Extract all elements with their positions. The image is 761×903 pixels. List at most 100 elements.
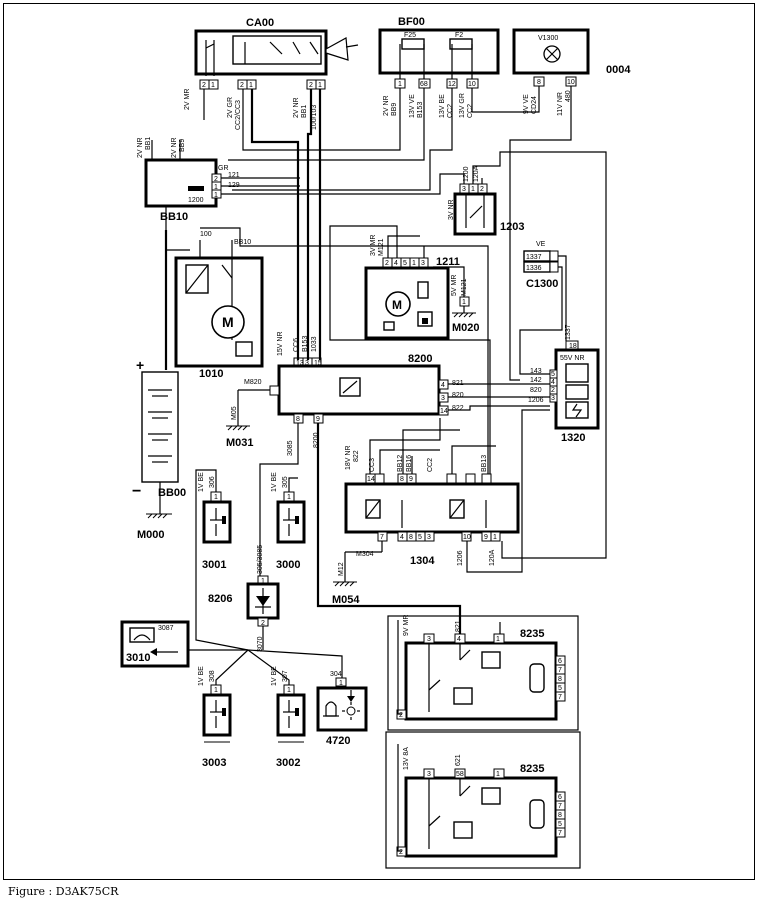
pin-8200-15: 15 bbox=[314, 360, 322, 367]
pin-8200-8: 8 bbox=[296, 416, 300, 423]
wire-label: 100/103 bbox=[311, 105, 318, 130]
pin-1304-3: 3 bbox=[427, 534, 431, 541]
lamp-icon bbox=[565, 384, 589, 400]
wire-label: 304 bbox=[330, 671, 342, 678]
pin-1304-10: 10 bbox=[463, 534, 471, 541]
wire-label: 621 bbox=[455, 754, 462, 766]
label-c1300: C1300 bbox=[526, 278, 558, 290]
battery-plus: + bbox=[136, 357, 144, 373]
pin-1304-9b: 9 bbox=[484, 534, 488, 541]
pin-3000-1: 1 bbox=[287, 494, 291, 501]
pin-ca00-1: 2 bbox=[202, 82, 206, 89]
wire-label: 9V VE bbox=[523, 94, 530, 114]
wire-label: 3V MR bbox=[370, 235, 377, 256]
pin-8235a-4: 4 bbox=[457, 636, 461, 643]
pin-1211-2: 2 bbox=[385, 260, 389, 267]
wire-label: 2V NR bbox=[137, 137, 144, 158]
pin-1304-4: 4 bbox=[400, 534, 404, 541]
switch-3000 bbox=[276, 491, 306, 544]
label-8235-b: 8235 bbox=[520, 763, 544, 775]
wire-label: 13V BE bbox=[439, 94, 446, 118]
pin-1320-3: 3 bbox=[551, 395, 555, 402]
label-v1300: V1300 bbox=[538, 35, 558, 42]
label-bf00: BF00 bbox=[398, 16, 425, 28]
wire-label: M304 bbox=[356, 551, 374, 558]
pin-m020-1: 1 bbox=[462, 299, 466, 306]
wire-label: CC3 bbox=[369, 458, 376, 472]
pin-8235b-7b: 7 bbox=[558, 830, 562, 837]
label-bb10: BB10 bbox=[160, 211, 188, 223]
pin-8235b-58: 58 bbox=[456, 771, 464, 778]
pin-1304-14: 14 bbox=[367, 476, 375, 483]
module-8235-b bbox=[385, 731, 581, 869]
wire-label: 1337 bbox=[565, 324, 572, 340]
wire-label: BB12 bbox=[397, 455, 404, 472]
pin-1211-3: 3 bbox=[421, 260, 425, 267]
wire-label: 1200 bbox=[463, 166, 470, 182]
label-1211: 1211 bbox=[436, 256, 460, 268]
wire-label: 13V 8A bbox=[403, 747, 410, 770]
wire-label: 13V GR bbox=[459, 93, 466, 118]
pin-v1300-10: 10 bbox=[567, 79, 575, 86]
diode-8206 bbox=[246, 575, 280, 627]
motor-icon bbox=[385, 291, 411, 317]
pin-bb10-2: 2 bbox=[214, 176, 218, 183]
pin-1203-1: 1 bbox=[471, 186, 475, 193]
pin-8235a-7: 7 bbox=[558, 667, 562, 674]
wire-label: 2V NR bbox=[383, 95, 390, 116]
motor-1211: M bbox=[364, 257, 450, 340]
switch-icon bbox=[469, 205, 483, 219]
battery-bb00 bbox=[141, 371, 179, 519]
relay-icon bbox=[453, 821, 473, 839]
label-3010: 3010 bbox=[126, 652, 150, 664]
wire-label: 121 bbox=[228, 172, 240, 179]
pin-1211-1: 1 bbox=[412, 260, 416, 267]
wire-label: 5V MR bbox=[451, 275, 458, 296]
svg-text:M: M bbox=[392, 298, 402, 312]
motor-icon bbox=[211, 305, 245, 339]
pin-bf00-1: 1 bbox=[398, 81, 402, 88]
label-0004: 0004 bbox=[606, 64, 631, 76]
label-1320: 1320 bbox=[561, 432, 585, 444]
indicator-4720 bbox=[316, 677, 368, 732]
label-1304: 1304 bbox=[410, 555, 435, 567]
wire-label: 821 bbox=[455, 620, 462, 632]
wire-label: 2V NR bbox=[293, 97, 300, 118]
pin-v1300-8: 8 bbox=[537, 79, 541, 86]
wire-label: 9V MR bbox=[403, 615, 410, 636]
relay-icon bbox=[481, 651, 501, 669]
pin-bf00-10: 10 bbox=[468, 81, 476, 88]
fuse-icon bbox=[401, 38, 425, 50]
pin-8200-9: 9 bbox=[316, 416, 320, 423]
wire-label: CC2/CC3 bbox=[235, 100, 242, 130]
wire-label: 1V BE bbox=[271, 666, 278, 686]
wire-label: BB9 bbox=[391, 103, 398, 116]
ground-m031 bbox=[226, 389, 270, 431]
pin-1320-18: 18 bbox=[569, 343, 577, 350]
pin-8200-4: 4 bbox=[441, 382, 445, 389]
wire-label: 2V GR bbox=[227, 97, 234, 118]
label-8235-a: 8235 bbox=[520, 628, 544, 640]
switch-3002 bbox=[276, 684, 306, 743]
wire-label: M12 bbox=[338, 562, 345, 576]
wire-label: BB1 bbox=[145, 137, 152, 150]
wire-label: CD24 bbox=[531, 96, 538, 114]
pin-ca00-3: 2 bbox=[240, 82, 244, 89]
wire-label: 1336 bbox=[526, 265, 542, 272]
wire-label: 15V NR bbox=[277, 331, 284, 356]
wire-label: 100 bbox=[200, 231, 212, 238]
wire-label: M121 bbox=[378, 238, 385, 256]
switch-1203 bbox=[453, 183, 497, 236]
wire-label: VE bbox=[536, 241, 546, 248]
pin-8235a-3: 3 bbox=[427, 636, 431, 643]
wire-label: 1206 bbox=[528, 397, 544, 404]
wire-label: 308 bbox=[209, 670, 216, 682]
pin-8200-13: 13 bbox=[296, 360, 304, 367]
pin-bb10-1b: 1 bbox=[214, 192, 218, 199]
wire-label: 11V NR bbox=[557, 92, 564, 116]
wire-label: 3V NR bbox=[448, 199, 455, 220]
wire-label: 13V VE bbox=[409, 94, 416, 118]
module-1320 bbox=[549, 340, 600, 430]
label-3000: 3000 bbox=[276, 559, 300, 571]
label-1203: 1203 bbox=[500, 221, 524, 233]
